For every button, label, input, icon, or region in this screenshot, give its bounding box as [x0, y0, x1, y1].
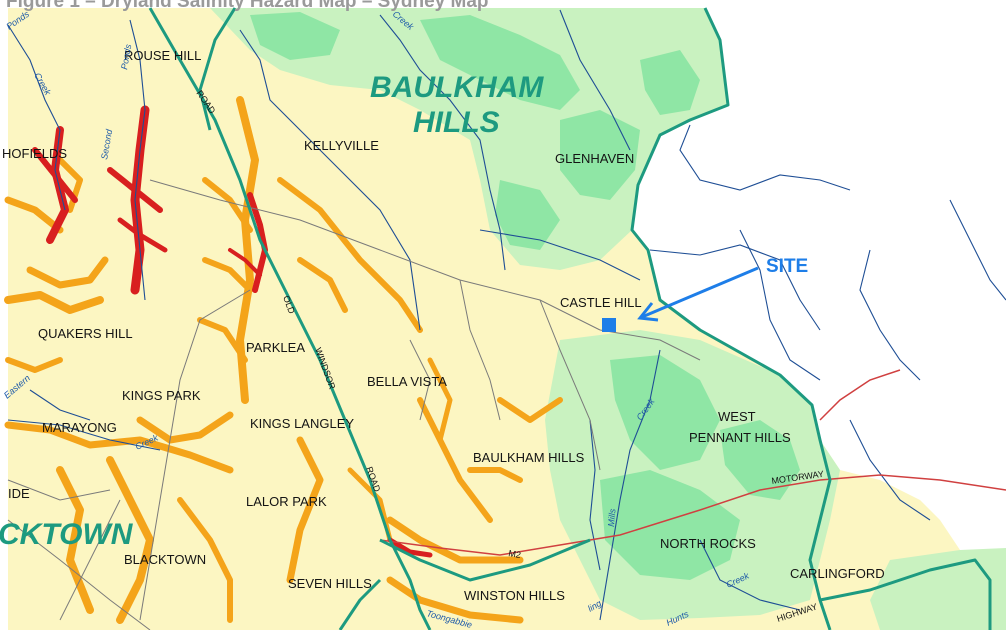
highway-ne: [819, 369, 901, 421]
place-castle-hill: CASTLE HILL: [560, 295, 642, 310]
moderate-hazard-zones: [4, 96, 563, 624]
place-quakers-hill: QUAKERS HILL: [38, 326, 133, 341]
place-rouse-hill: ROUSE HILL: [124, 48, 201, 63]
place-baulkham-hills: BAULKHAM HILLS: [473, 450, 585, 465]
place-west: WEST: [718, 409, 756, 424]
creek-lines: [7, 9, 1006, 621]
place-pennant-hills: PENNANT HILLS: [689, 430, 791, 445]
road-lines: [7, 179, 701, 630]
region-label-baulkham-line2: HILLS: [413, 106, 500, 139]
place-north-rocks: NORTH ROCKS: [660, 536, 756, 551]
place-marayong: MARAYONG: [42, 420, 117, 435]
place-schofields: HOFIELDS: [2, 146, 67, 161]
creek-label-ponds-b: Ponds: [119, 43, 133, 70]
region-label-blacktown: CKTOWN: [0, 518, 134, 551]
place-blacktown: BLACKTOWN: [124, 552, 206, 567]
place-glenhaven: GLENHAVEN: [555, 151, 634, 166]
region-label-baulkham-line1: BAULKHAM: [370, 71, 544, 104]
place-kings-langley: KINGS LANGLEY: [250, 416, 354, 431]
place-seven-hills: SEVEN HILLS: [288, 576, 372, 591]
creek-label-mills: Mills: [606, 508, 618, 527]
place-ide: IDE: [8, 486, 30, 501]
page-caption: Figure 1 – Dryland Salinity Hazard Map –…: [6, 0, 489, 12]
lga-boundaries: [148, 7, 992, 630]
site-arrow: [641, 266, 759, 319]
place-bella-vista: BELLA VISTA: [367, 374, 447, 389]
place-kings-park: KINGS PARK: [122, 388, 201, 403]
site-label: SITE: [766, 256, 808, 277]
road-label-m2: M2: [508, 548, 522, 560]
site-arrow-head: [637, 302, 659, 322]
place-winston-hills: WINSTON HILLS: [464, 588, 565, 603]
place-carlingford: CARLINGFORD: [790, 566, 885, 581]
hill-zones: [250, 12, 800, 580]
place-parklea: PARKLEA: [246, 340, 305, 355]
place-kellyville: KELLYVILLE: [304, 138, 379, 153]
place-lalor-park: LALOR PARK: [246, 494, 327, 509]
m2-motorway: [379, 474, 1006, 556]
site-marker: [602, 318, 616, 332]
